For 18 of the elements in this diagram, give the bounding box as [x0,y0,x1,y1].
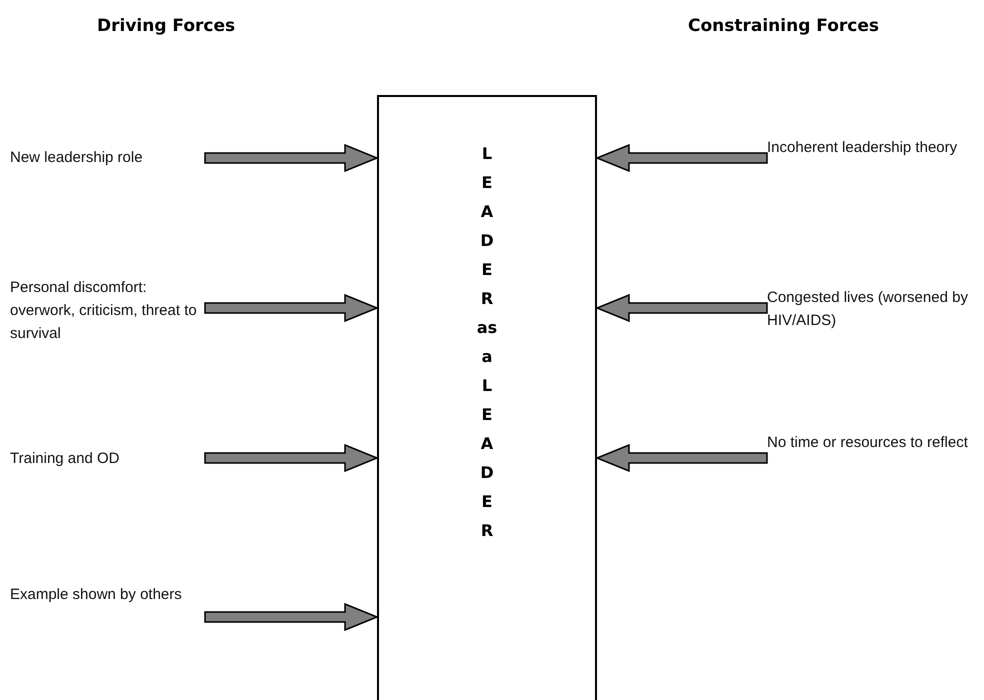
block-arrow [595,444,768,472]
block-arrow [204,444,379,472]
vertical-title: L E A D E R as a L E A D E R [476,143,498,542]
force-text: Congested lives (worsened by HIV/AIDS) [767,286,977,332]
column-heading: Driving Forces [97,16,236,36]
force-text: No time or resources to reflect [767,431,977,454]
column-heading: Constraining Forces [688,16,880,36]
force-text: Personal discomfort: overwork, criticism, threat to survival [10,276,205,345]
force-text: New leadership role [10,146,205,169]
force-text: Example shown by others [10,583,205,606]
force-text: Incoherent leadership theory [767,136,977,159]
central-box [377,95,597,700]
block-arrow [595,144,768,172]
force-text: Training and OD [10,447,205,470]
block-arrow [204,294,379,322]
block-arrow [204,144,379,172]
block-arrow [595,294,768,322]
block-arrow [204,602,379,632]
